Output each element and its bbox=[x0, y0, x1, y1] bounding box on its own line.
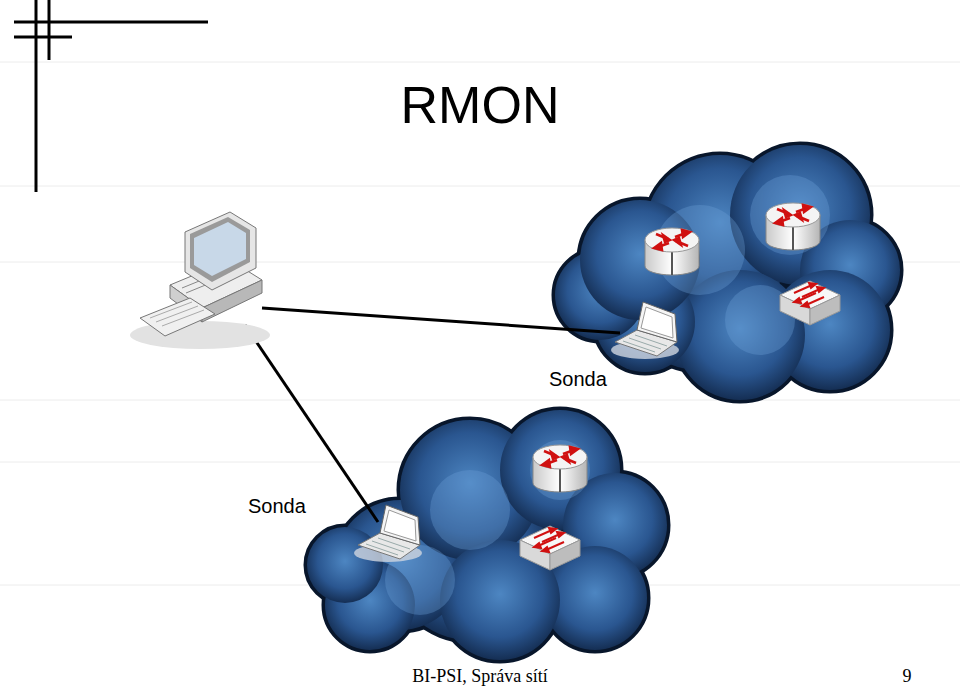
probe-node: Sonda bbox=[549, 368, 607, 391]
probe-label: Sonda bbox=[248, 495, 306, 517]
footer-text: BI-PSI, Správa sítí bbox=[412, 666, 548, 686]
slide-title: RMON bbox=[401, 75, 560, 135]
page-number: 9 bbox=[903, 666, 912, 686]
probe-label: Sonda bbox=[549, 368, 607, 390]
probe-node: Sonda bbox=[248, 495, 306, 518]
